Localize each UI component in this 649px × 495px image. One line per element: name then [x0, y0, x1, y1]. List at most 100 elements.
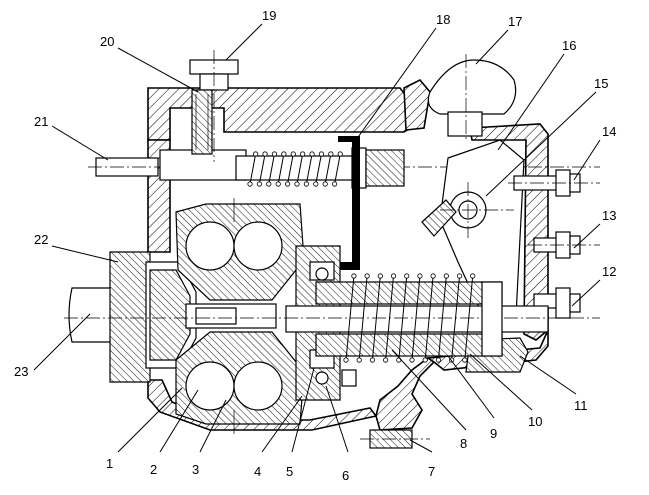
main-spring-coil-end	[435, 357, 441, 363]
callout-17: 17	[508, 14, 522, 29]
upper-spring-coil	[334, 153, 341, 185]
leader-19	[225, 23, 263, 61]
main-spring-assembly	[64, 273, 600, 449]
upper-spring-coil	[296, 153, 304, 185]
leader-23	[33, 313, 91, 371]
callout-2: 2	[150, 462, 157, 477]
upper-spring-coil-end	[309, 151, 315, 157]
upper-spring-coil	[277, 153, 285, 185]
upper-spring-coil-end	[247, 181, 253, 187]
leader-lines	[33, 23, 601, 453]
callout-8: 8	[460, 436, 467, 451]
main-spring-coil-end	[356, 357, 362, 363]
upper-spring-coil-end	[262, 151, 268, 157]
upper-spring-coil-end	[253, 151, 259, 157]
callout-9: 9	[490, 426, 497, 441]
main-spring-coil	[345, 275, 355, 361]
leader-5	[291, 367, 315, 453]
callout-22: 22	[34, 232, 48, 247]
leader-17	[475, 29, 509, 65]
callout-3: 3	[192, 462, 199, 477]
upper-spring-coil-end	[256, 181, 262, 187]
flyweights	[175, 198, 305, 434]
upper-spring-coil-end	[275, 181, 281, 187]
upper-spring-coil-end	[322, 181, 328, 187]
leader-1	[117, 387, 183, 453]
main-spring-coil-end	[430, 273, 436, 279]
callout-11: 11	[574, 398, 588, 413]
upper-spring-coil-end	[281, 151, 287, 157]
upper-spring-coil-end	[266, 181, 272, 187]
upper-spring-coil	[268, 153, 275, 185]
leader-21	[51, 125, 109, 161]
leader-22	[51, 245, 119, 263]
upper-spring-coil-end	[318, 151, 325, 157]
lever	[336, 136, 360, 270]
main-spring-coil-end	[351, 273, 357, 279]
callout-16: 16	[562, 38, 576, 53]
callout-13: 13	[602, 208, 616, 223]
callout-4: 4	[254, 464, 261, 479]
main-spring-coil-end	[462, 357, 468, 363]
leader-8	[391, 349, 467, 431]
main-spring-coil-end	[364, 273, 370, 279]
main-spring-coil-end	[382, 357, 389, 363]
upper-spring-coil-end	[303, 181, 309, 187]
leader-15	[485, 91, 597, 197]
callout-20: 20	[100, 34, 114, 49]
main-spring-coil-end	[343, 357, 349, 363]
callout-1: 1	[106, 456, 113, 471]
main-spring-coil-end	[377, 273, 383, 279]
main-spring-coil-end	[404, 273, 410, 279]
leader-16	[497, 53, 565, 151]
main-spring-coil	[385, 275, 395, 361]
callout-14: 14	[602, 124, 616, 139]
main-spring-coil	[451, 275, 461, 361]
upper-spring-coil-end	[300, 151, 306, 157]
main-spring-coil	[437, 275, 447, 361]
main-spring-coil-end	[443, 273, 449, 279]
upper-spring-coil	[305, 153, 313, 185]
main-spring-coil-end	[369, 357, 375, 363]
main-spring-coil	[371, 275, 381, 361]
upper-spring-coil	[249, 153, 257, 185]
callout-15: 15	[594, 76, 608, 91]
callout-19: 19	[262, 8, 276, 23]
main-spring-coil-end	[409, 357, 415, 363]
upper-spring-coil	[324, 153, 332, 185]
main-spring-coil	[411, 275, 421, 361]
upper-spring-coil-end	[284, 181, 291, 187]
callout-labels: 1 2 3 4 5 6 7 8 9 10 11 12 13 14 15 16 1…	[14, 8, 616, 483]
upper-spring-coil-end	[290, 151, 296, 157]
main-spring-coil-end	[390, 273, 397, 279]
callout-10: 10	[528, 414, 542, 429]
callout-5: 5	[286, 464, 293, 479]
main-spring-coil-end	[422, 357, 428, 363]
upper-spring-coil-end	[337, 151, 343, 157]
upper-spring-coil-end	[313, 181, 319, 187]
callout-21: 21	[34, 114, 48, 129]
leader-20	[117, 47, 199, 93]
upper-spring-coil-end	[294, 181, 300, 187]
main-spring-coil	[398, 275, 408, 361]
upper-spring-assembly	[88, 50, 600, 189]
leader-10	[469, 353, 533, 411]
main-spring-coil-end	[470, 273, 476, 279]
leader-18	[355, 27, 437, 141]
callout-12: 12	[602, 264, 616, 279]
upper-spring-coil	[287, 153, 294, 185]
main-spring-coil-end	[417, 273, 423, 279]
callout-7: 7	[428, 464, 435, 479]
leader-11	[519, 355, 577, 395]
main-spring-coil	[464, 275, 474, 361]
callout-18: 18	[436, 12, 450, 27]
main-spring-coil-end	[456, 273, 463, 279]
leader-13	[573, 223, 601, 249]
upper-spring-coil-end	[331, 181, 338, 187]
leader-14	[573, 139, 601, 181]
upper-spring-coil	[258, 153, 266, 185]
leader-6	[325, 385, 349, 453]
leader-12	[571, 279, 601, 307]
